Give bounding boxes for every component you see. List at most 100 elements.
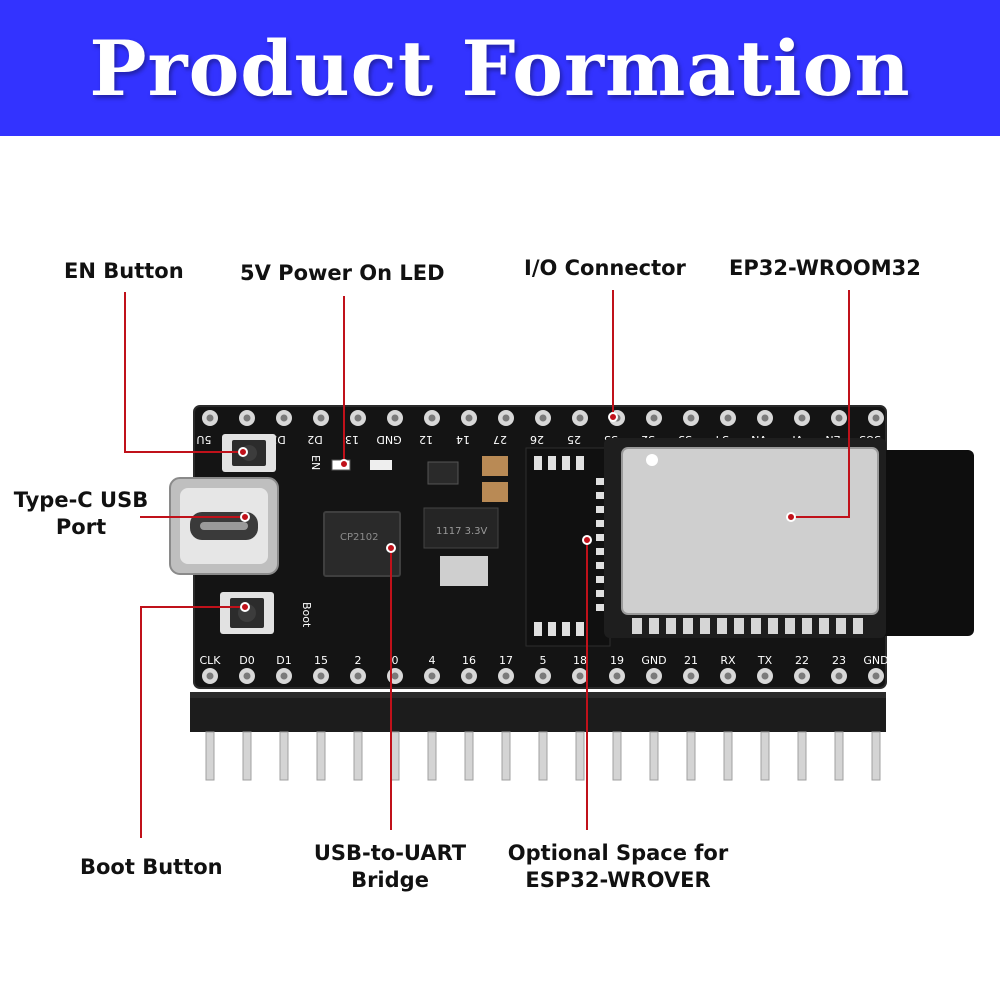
top-pin-hole-center — [317, 414, 325, 422]
module-pad — [819, 618, 829, 634]
header-leg-pin — [834, 731, 844, 781]
top-pin-hole-center — [502, 414, 510, 422]
header-leg-pin — [501, 731, 511, 781]
bottom-pin-label: 5 — [540, 654, 547, 667]
bottom-pin-hole-center — [835, 672, 843, 680]
module-pad — [666, 618, 676, 634]
header-leg-pin — [686, 731, 696, 781]
top-pin-hole-center — [539, 414, 547, 422]
wrover-footprint — [525, 447, 611, 647]
header-leg-pin — [649, 731, 659, 781]
wrover-pad — [548, 622, 556, 636]
module-leader-dot — [786, 512, 796, 522]
bottom-pin-hole-center — [724, 672, 732, 680]
wrover-pad — [596, 534, 608, 541]
wrover-label: Optional Space for ESP32-WROVER — [490, 840, 746, 894]
top-pin-hole-center — [280, 414, 288, 422]
module-pad — [632, 618, 642, 634]
wrover-pads — [534, 456, 608, 636]
top-pin-label: 12 — [419, 433, 433, 446]
top-pin-label: 27 — [493, 433, 507, 446]
header-leg-pin — [538, 731, 548, 781]
usb-uart-chip-marking: CP2102 — [340, 532, 378, 543]
usb-port-leader — [140, 516, 244, 518]
bottom-pin-hole-center — [687, 672, 695, 680]
top-pin-label: 13 — [345, 433, 359, 446]
top-pin-hole-center — [724, 414, 732, 422]
antenna-area — [862, 450, 974, 636]
bottom-pin-hole-center — [317, 672, 325, 680]
en-button-leader-vertical — [124, 292, 126, 452]
module-pad — [683, 618, 693, 634]
boot-button-leader-vertical — [140, 606, 142, 838]
uart-leader-dot — [386, 543, 396, 553]
en-button-label: EN Button — [64, 259, 184, 283]
uart-label-line1: USB-to-UART — [313, 841, 467, 865]
wrover-pad — [576, 622, 584, 636]
top-pin-hole-center — [761, 414, 769, 422]
usb-c-tongue — [200, 522, 248, 530]
bottom-pin-hole-center — [280, 672, 288, 680]
bottom-pin-label: 19 — [610, 654, 624, 667]
bottom-pin-hole-center — [872, 672, 880, 680]
wrover-pad — [562, 456, 570, 470]
power-led-label: 5V Power On LED — [240, 261, 445, 285]
boot-button-label: Boot Button — [80, 855, 223, 879]
voltage-regulator — [423, 507, 499, 549]
top-pin-hole-center — [428, 414, 436, 422]
boot-button-leader-dot — [240, 602, 250, 612]
header-leg-pin — [871, 731, 881, 781]
led-resistor — [370, 460, 392, 470]
wrover-pad — [596, 604, 608, 611]
bottom-pin-hole-center — [206, 672, 214, 680]
header-leg-pin — [242, 731, 252, 781]
header-leg-pin — [575, 731, 585, 781]
usb-port-label-line1: Type-C USB — [13, 488, 149, 512]
module-pad — [717, 618, 727, 634]
wrover-pad — [534, 622, 542, 636]
top-pin-hole-center — [243, 414, 251, 422]
header-leg-pins — [205, 731, 881, 781]
wrover-pad — [548, 456, 556, 470]
top-pin-hole-center — [835, 414, 843, 422]
uart-label-line2: Bridge — [351, 868, 429, 892]
bottom-pin-label: 17 — [499, 654, 513, 667]
top-pin-label: 25 — [567, 433, 581, 446]
regulator-marking: 1117 3.3V — [436, 526, 488, 537]
wrover-leader — [586, 540, 588, 830]
header-leg-pin — [464, 731, 474, 781]
boot-silkscreen: Boot — [300, 602, 313, 628]
module-pad — [734, 618, 744, 634]
module-pad — [768, 618, 778, 634]
en-button-leader-horizontal — [124, 451, 242, 453]
module-pad — [700, 618, 710, 634]
bottom-pin-label: 22 — [795, 654, 809, 667]
led-leader-dot — [339, 459, 349, 469]
bottom-pin-hole-center — [243, 672, 251, 680]
top-pin-label: GND — [376, 433, 401, 446]
top-pin-hole-center — [687, 414, 695, 422]
module-label: EP32-WROOM32 — [729, 256, 921, 280]
module-pad — [649, 618, 659, 634]
wrover-pad — [596, 478, 608, 485]
en-silkscreen: EN — [309, 455, 322, 470]
bottom-pin-hole-center — [539, 672, 547, 680]
wrover-pad — [596, 590, 608, 597]
bottom-pin-label: D1 — [276, 654, 291, 667]
wrover-pad — [596, 492, 608, 499]
bottom-pin-hole-center — [354, 672, 362, 680]
wrover-pad — [576, 456, 584, 470]
header-leg-pin — [205, 731, 215, 781]
bottom-pin-label: TX — [757, 654, 773, 667]
top-pin-hole-center — [465, 414, 473, 422]
wrover-label-line2: ESP32-WROVER — [525, 868, 711, 892]
top-pin-label: 5U — [196, 433, 211, 446]
header-leg-pin — [797, 731, 807, 781]
header-leg-pin — [427, 731, 437, 781]
module-leader-vertical — [848, 290, 850, 518]
top-pin-hole-center — [798, 414, 806, 422]
wrover-label-line1: Optional Space for — [507, 841, 729, 865]
wrover-pad — [596, 548, 608, 555]
pin-header-top-edge — [190, 692, 886, 698]
led-leader — [343, 296, 345, 464]
